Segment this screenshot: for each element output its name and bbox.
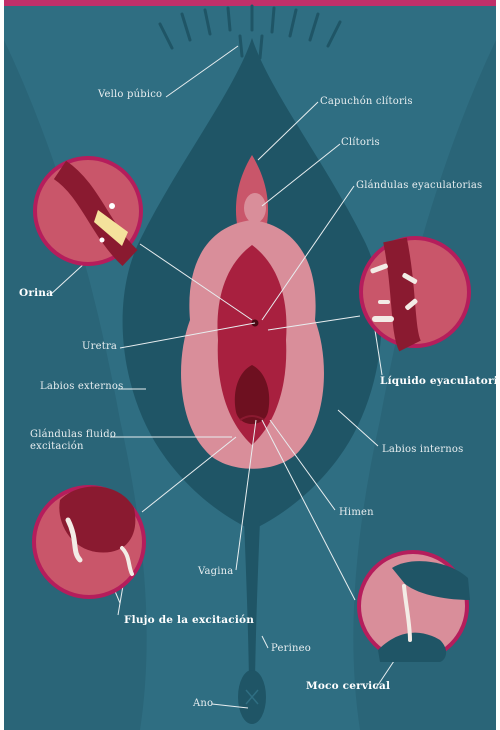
label-ano: Ano	[193, 698, 213, 709]
label-moco-cervical: Moco cervical	[306, 680, 390, 692]
label-labios-internos: Labios internos	[382, 444, 463, 455]
inset-ejaculate	[361, 238, 469, 346]
label-uretra: Uretra	[82, 341, 117, 352]
inset-arousal-fluid	[34, 487, 144, 597]
label-himen: Himen	[339, 507, 374, 518]
label-glandulas-fluido: Glándulas fluido excitación	[30, 429, 140, 453]
label-capuchon-clitoris: Capuchón clítoris	[320, 96, 413, 107]
label-orina: Orina	[19, 287, 53, 299]
label-labios-externos: Labios externos	[40, 381, 123, 392]
label-perineo: Perineo	[271, 643, 311, 654]
inset-urine	[35, 158, 141, 264]
label-liquido-eyaculatorio: Líquido eyaculatorio	[380, 375, 500, 387]
top-accent-bar	[4, 0, 496, 6]
label-flujo-excitacion: Flujo de la excitación	[124, 614, 254, 626]
label-vagina: Vagina	[198, 566, 233, 577]
label-clitoris: Clítoris	[341, 137, 380, 148]
clitoris-glans	[244, 193, 266, 223]
label-glandulas-eyaculatorias: Glándulas eyaculatorias	[356, 180, 482, 191]
label-vello-pubico: Vello púbico	[98, 89, 162, 100]
